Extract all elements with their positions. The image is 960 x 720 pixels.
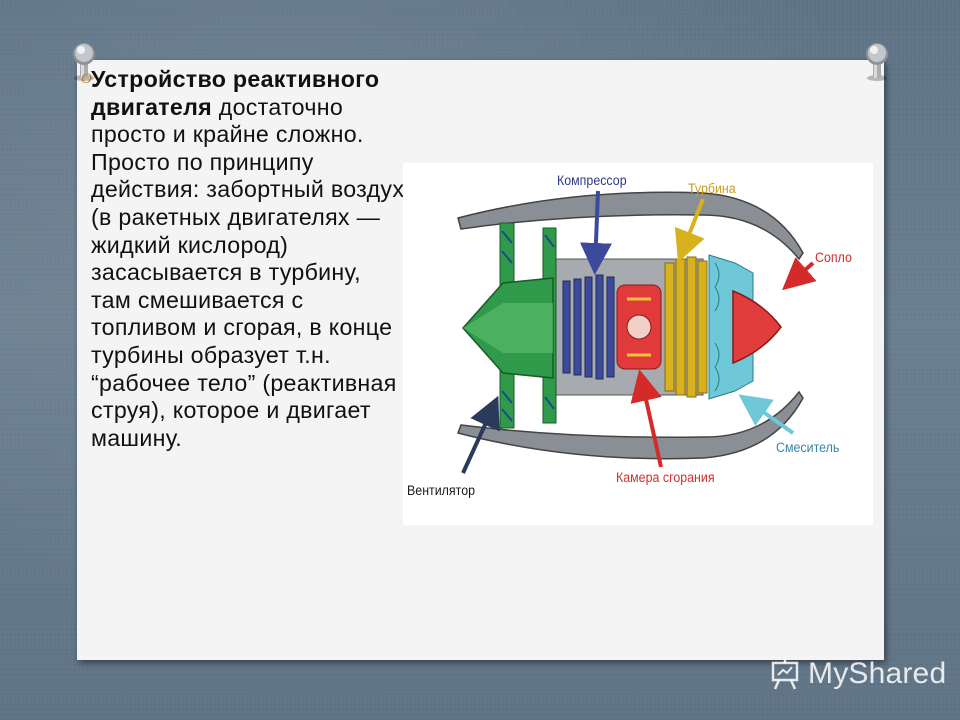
combustion-chamber (616, 284, 662, 370)
upper-casing (457, 191, 804, 261)
mixer (708, 254, 754, 400)
bullet-marker: O (81, 71, 92, 87)
label-fan: Вентилятор (407, 483, 476, 498)
pushpin-icon (73, 43, 95, 81)
jet-engine-drawing (457, 190, 817, 474)
slide-lead-text: Устройство реактивного двигателя (91, 66, 380, 120)
watermark: MyShared (768, 656, 946, 692)
watermark-text: MyShared (808, 657, 947, 690)
slide-body-continuation: достаточно просто и крайне сложно. Прост… (91, 93, 405, 451)
lower-casing (457, 390, 804, 460)
label-combustion-chamber: Камера сгорания (616, 470, 715, 485)
exhaust-cone (732, 289, 782, 365)
pushpin-icon (866, 43, 888, 81)
jet-engine-diagram: Компрессор Турбина Сопло Смеситель Камер… (403, 163, 873, 525)
compressor-stages (562, 274, 615, 380)
label-turbine: Турбина (688, 181, 736, 196)
label-mixer: Смеситель (776, 440, 840, 455)
presentation-board-icon (771, 659, 799, 690)
label-compressor: Компрессор (557, 173, 627, 188)
label-nozzle: Сопло (815, 250, 852, 265)
slide-body-text: Устройство реактивного двигателя достато… (91, 66, 406, 452)
